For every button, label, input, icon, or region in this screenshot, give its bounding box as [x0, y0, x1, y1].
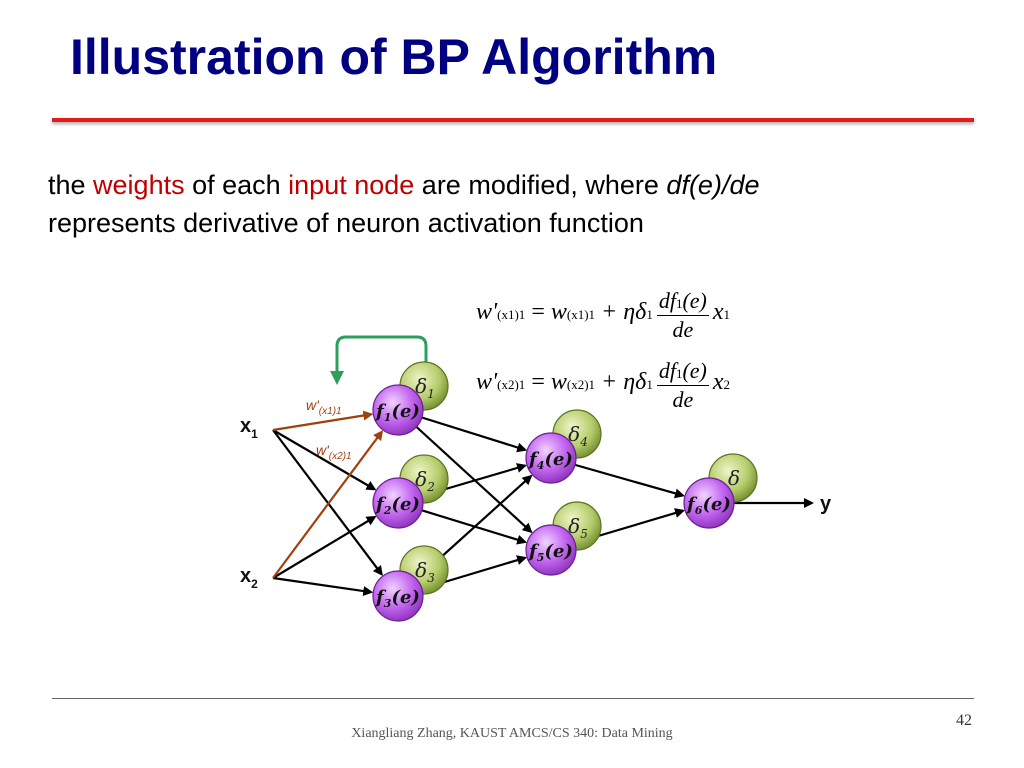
neuron-f3: [372, 570, 424, 622]
neuron-label-f4: f4(e): [527, 449, 573, 472]
neuron-label-f5: f5(e): [527, 541, 573, 564]
formula-2-lhs: w': [476, 369, 498, 396]
neuron-label-f2: f2(e): [374, 494, 420, 517]
weight-label-1: w'(x1)1: [306, 397, 342, 417]
body-text-part3: are modified, where: [414, 170, 667, 200]
edge-x2-f3: [272, 576, 374, 596]
formula-1-num-arg: (e): [682, 288, 707, 313]
feedback-arrow-layer: [330, 335, 428, 385]
delta-label-3: δ3: [415, 558, 435, 585]
input-label-x1: x1: [240, 415, 258, 441]
delta-label-2: δ2: [415, 467, 435, 494]
delta-label-6: δ: [728, 466, 740, 490]
edge-f1-f5: [397, 409, 533, 534]
edge-x1-f1-updated: [272, 410, 374, 432]
formula-2-x: x: [712, 369, 724, 396]
formula-2-num: df: [658, 358, 676, 383]
formula-1-w: w: [550, 299, 567, 326]
edge-x2-f1-updated: [272, 430, 384, 579]
weight-label-2: w'(x2)1: [316, 442, 352, 462]
formula-1-num-sub: 1: [675, 296, 683, 311]
body-text-line2: represents derivative of neuron activati…: [48, 208, 644, 238]
edge-x1-f3: [272, 429, 383, 577]
neuron-f2: [372, 477, 424, 529]
formula-2-fraction: df1(e) de: [656, 358, 709, 413]
formula-2-w-sub: (x2)1: [566, 377, 596, 393]
neuron-label-f1: f1(e): [374, 401, 420, 424]
edge-x1-f2: [272, 429, 377, 491]
formula-2-lhs-sub: (x2)1: [497, 377, 526, 393]
body-text-part2: of each: [184, 170, 289, 200]
neuron-f6: [683, 477, 735, 529]
formula-1-num: df: [658, 288, 676, 313]
title-divider: [52, 118, 974, 122]
formula-1-plus-eta-delta: + ηδ: [595, 299, 647, 326]
formula-1-delta-sub: 1: [646, 307, 653, 323]
footer-text: Xiangliang Zhang, KAUST AMCS/CS 340: Dat…: [351, 726, 673, 741]
body-text: the weights of each input node are modif…: [48, 166, 988, 242]
edge-x2-f2: [272, 515, 377, 579]
formula-2-num-sub: 1: [675, 366, 683, 381]
feedback-arrow: [330, 335, 428, 385]
formula-1-den: de: [672, 317, 694, 342]
formula-2-delta-sub: 1: [646, 377, 653, 393]
delta-label-5: δ5: [568, 514, 588, 541]
highlight-weights: weights: [93, 170, 185, 200]
label-layer: x1 x2 y w'(x1)1 w'(x2)1: [240, 397, 832, 591]
formula-2-x-sub: 2: [723, 377, 731, 393]
formula-1-lhs-sub: (x1)1: [497, 307, 526, 323]
page-number: 42: [956, 712, 972, 729]
delta-label-4: δ4: [568, 422, 588, 449]
derivative-term: df(e)/de: [666, 170, 760, 200]
neuron-f5: [525, 524, 577, 576]
delta-label-1: δ1: [415, 374, 435, 401]
formula-1-fraction: df1(e) de: [656, 288, 709, 343]
footer-divider: [52, 698, 974, 699]
formula-2-eq: =: [525, 369, 551, 396]
formula-2-w: w: [550, 369, 567, 396]
formula-2-plus-eta-delta: + ηδ: [595, 369, 647, 396]
neuron-label-f3: f3(e): [374, 587, 420, 610]
formula-1-x: x: [712, 299, 724, 326]
neuron-f4: [525, 432, 577, 484]
formula-2-den: de: [672, 387, 694, 412]
output-label-y: y: [820, 493, 832, 515]
formula-1-x-sub: 1: [723, 307, 731, 323]
formula-1-w-sub: (x1)1: [566, 307, 596, 323]
formula-1-eq: =: [525, 299, 551, 326]
formula-1-lhs: w': [476, 299, 498, 326]
body-text-part1: the: [48, 170, 94, 200]
neuron-label-f6: f6(e): [685, 494, 731, 517]
input-label-x2: x2: [240, 565, 258, 591]
neuron-f1: [372, 384, 424, 436]
formula-2-num-arg: (e): [682, 358, 707, 383]
slide-title: Illustration of BP Algorithm: [70, 29, 718, 85]
highlight-input-node: input node: [288, 170, 415, 200]
